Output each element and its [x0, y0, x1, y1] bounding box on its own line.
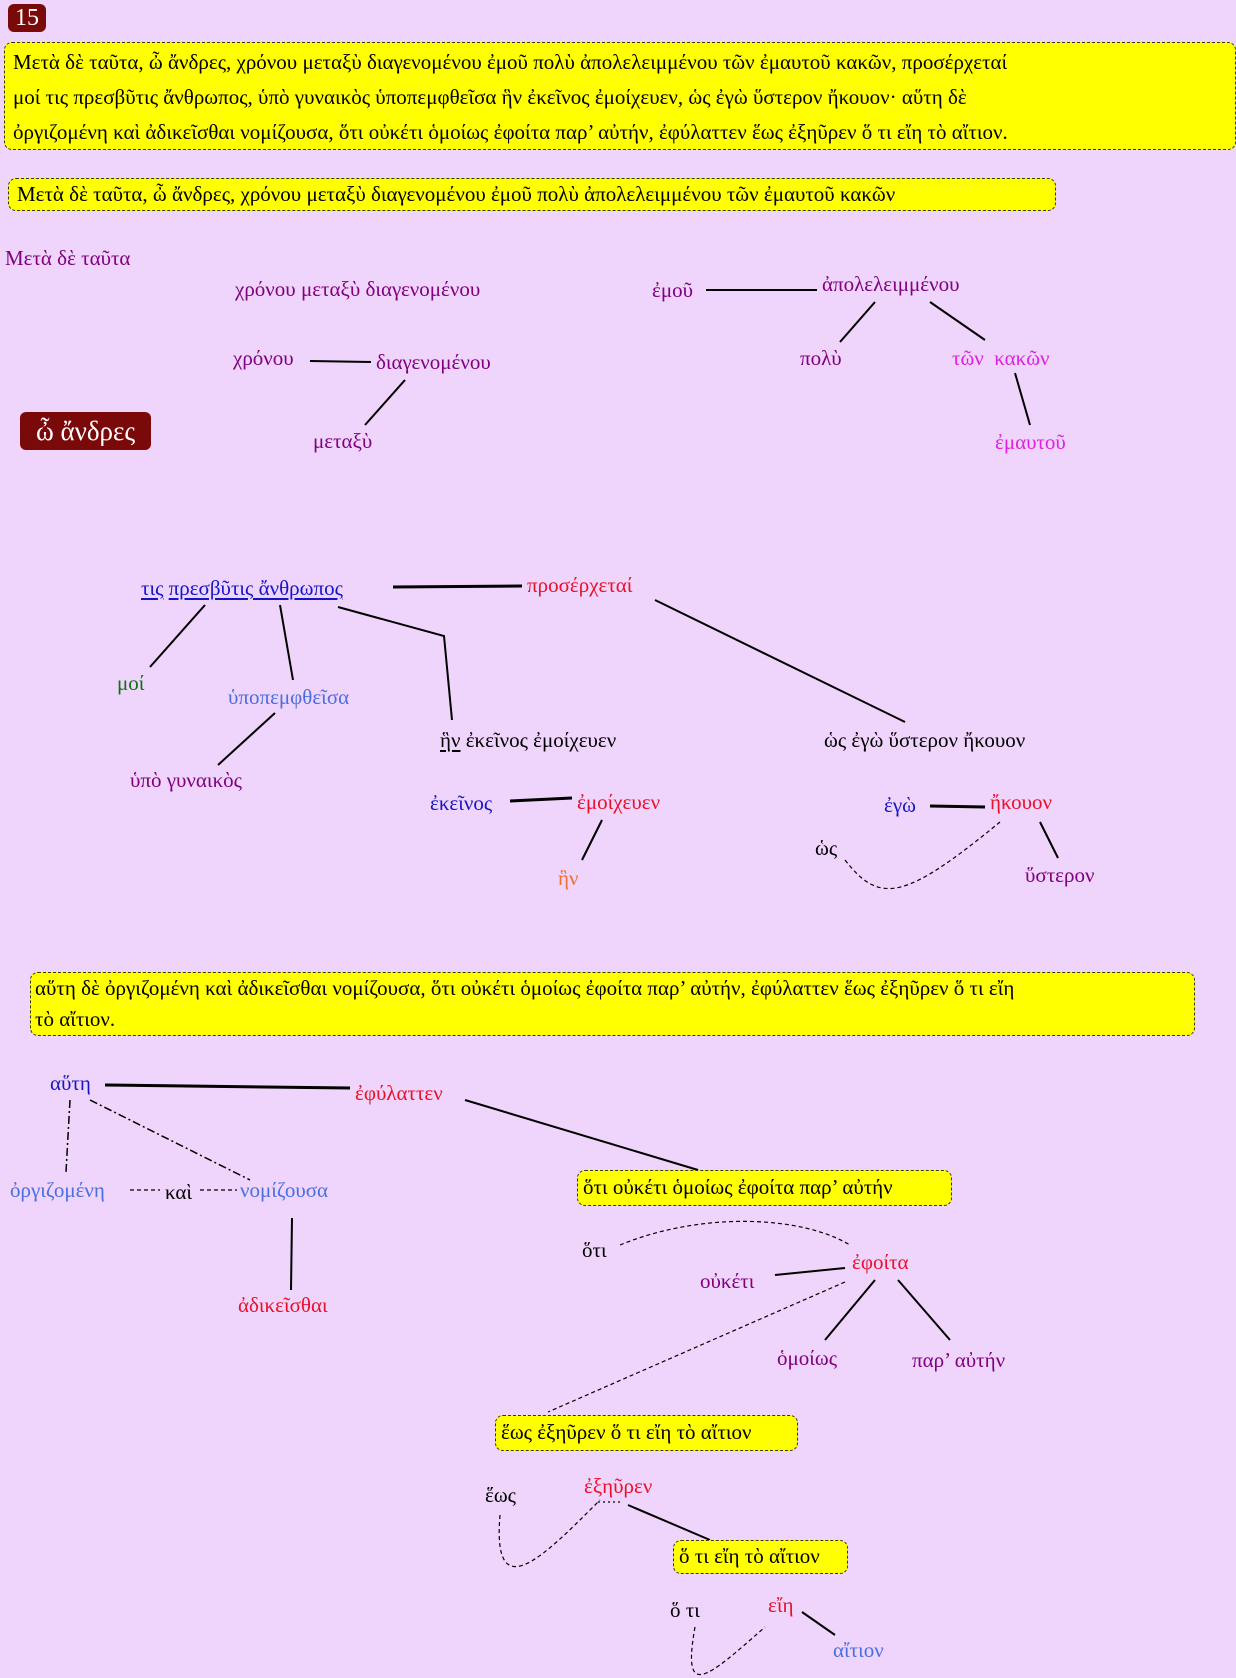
link-line	[897, 1279, 951, 1341]
link-line	[581, 819, 603, 861]
hoti-clause-box: ὅτι οὐκέτι ὁμοίως ἐφοίτα παρ’ αὐτήν	[577, 1170, 952, 1206]
text-line: Μετὰ δὲ ταῦτα, ὦ ἄνδρες, χρόνου μεταξὺ δ…	[13, 50, 1008, 74]
heos-clause-box: ἕως ἐξηῦρεν ὅ τι εἴη τὸ αἴτιον	[495, 1415, 798, 1451]
relative-clause-rest: ἐκεῖνος ἐμοίχευεν	[460, 728, 617, 752]
clause-text: ὅ τι εἴη τὸ αἴτιον	[679, 1544, 820, 1568]
link-line	[929, 301, 986, 341]
word-eie: εἴη	[768, 1593, 794, 1617]
word-hysteron: ὕστερον	[1025, 863, 1095, 887]
word-chronou: χρόνου	[233, 346, 294, 370]
link-line	[929, 804, 986, 809]
word-ton-kakon: τῶν κακῶν	[952, 346, 1050, 370]
link-line	[839, 301, 876, 343]
clause-text: ὅτι οὐκέτι ὁμοίως ἐφοίτα παρ’ αὐτήν	[583, 1175, 893, 1199]
word-hen-underlined: ἣν	[440, 728, 461, 752]
word-aition: αἴτιον	[833, 1638, 884, 1662]
full-text-box: Μετὰ δὲ ταῦτα, ὦ ἄνδρες, χρόνου μεταξὺ δ…	[4, 42, 1236, 150]
dashed-link	[619, 1220, 851, 1246]
word-emoicheuen: ἐμοίχευεν	[577, 790, 661, 814]
ho-ti-clause-box: ὅ τι εἴη τὸ αἴτιον	[673, 1540, 848, 1574]
word-ego: ἐγὼ	[884, 793, 916, 817]
word-ephoita: ἐφοίτα	[852, 1250, 909, 1274]
word-metaxy: μεταξὺ	[313, 429, 373, 453]
link-line	[509, 796, 573, 803]
link-line	[774, 1267, 846, 1276]
dashed-link	[844, 821, 1001, 890]
word-ekouon: ἤκουον	[990, 790, 1052, 814]
word-ekeinos: ἐκεῖνος	[430, 791, 493, 815]
section-number-badge: 15	[8, 4, 46, 32]
link-line	[337, 606, 453, 721]
link-line	[654, 599, 906, 723]
clause1-box: Μετὰ δὲ ταῦτα, ὦ ἄνδρες, χρόνου μεταξὺ δ…	[8, 178, 1056, 211]
word-heos: ἕως	[485, 1483, 516, 1507]
clause3-box: αὕτη δὲ ὀργιζομένη καὶ ἀδικεῖσθαι νομίζο…	[30, 972, 1195, 1036]
word-kai: καὶ	[165, 1180, 193, 1204]
word-hypopemphtheisa: ὑποπεμφθεῖσα	[228, 685, 350, 709]
link-line	[290, 1217, 293, 1291]
link-line	[309, 360, 372, 363]
link-line	[104, 1083, 351, 1090]
word-homoios: ὁμοίως	[777, 1346, 838, 1370]
text-line: μοί τις πρεσβῦτις ἄνθρωπος, ὑπὸ γυναικὸς…	[13, 85, 967, 109]
link-line	[364, 379, 406, 426]
word-hos: ὡς	[815, 836, 838, 860]
text-line: ὀργιζομένη καὶ ἀδικεῖσθαι νομίζουσα, ὅτι…	[13, 120, 1008, 144]
word-poly: πολὺ	[800, 346, 842, 370]
word-emou: ἐμοῦ	[652, 278, 693, 302]
phrase-hypo-gynaikos: ὑπὸ γυναικὸς	[130, 768, 242, 792]
link-line	[217, 712, 276, 766]
word-apoleleimmenou: ἀπολελειμμένου	[822, 272, 960, 296]
word-meta: Μετὰ δὲ ταῦτα	[5, 246, 131, 270]
word-diagenomenou: διαγενομένου	[376, 350, 491, 374]
link-line	[801, 1611, 836, 1636]
hos-clause: ὡς ἐγὼ ὕστερον ἤκουον	[824, 728, 1026, 752]
link-line	[464, 1099, 699, 1171]
word-moi: μοί	[117, 671, 145, 695]
phrase-subject: τις πρεσβῦτις ἄνθρωπος	[141, 575, 343, 601]
word-presbytis: πρεσβῦτις ἄνθρωπος	[168, 576, 343, 600]
link-line	[149, 604, 206, 668]
clause-text: ἕως ἐξηῦρεν ὅ τι εἴη τὸ αἴτιον	[501, 1420, 752, 1444]
word-haute: αὕτη	[50, 1071, 91, 1095]
dashdot-link	[89, 1099, 251, 1181]
word-hen: ἣν	[558, 866, 579, 890]
vocative-badge: ὦ ἄνδρες	[20, 412, 151, 450]
word-adikeisthai: ἀδικεῖσθαι	[238, 1293, 328, 1317]
word-proserchetai: προσέρχεταί	[527, 573, 633, 597]
dashed-link	[498, 1499, 601, 1568]
word-nomizousa: νομίζουσα	[240, 1178, 329, 1202]
word-orgizomene: ὀργιζομένη	[10, 1178, 105, 1202]
relative-clause: ἣν ἐκεῖνος ἐμοίχευεν	[440, 727, 616, 753]
link-line	[392, 584, 523, 589]
link-line	[279, 604, 294, 681]
link-line	[1039, 821, 1059, 859]
link-line	[824, 1279, 876, 1341]
clause-text: Μετὰ δὲ ταῦτα, ὦ ἄνδρες, χρόνου μεταξὺ δ…	[17, 182, 896, 206]
dashed-link	[547, 1281, 846, 1413]
link-line	[627, 1504, 711, 1541]
dashdot-link	[65, 1099, 71, 1173]
word-par-auten: παρ’ αὐτήν	[912, 1348, 1006, 1372]
link-line	[1014, 372, 1031, 426]
word-ho-ti: ὅ τι	[670, 1598, 700, 1622]
phrase-genitive-absolute: χρόνου μεταξὺ διαγενομένου	[235, 277, 481, 301]
text-line: αὕτη δὲ ὀργιζομένη καὶ ἀδικεῖσθαι νομίζο…	[35, 976, 1015, 1000]
word-emautou: ἐμαυτοῦ	[995, 430, 1066, 454]
word-ephylatten: ἐφύλαττεν	[355, 1081, 443, 1105]
dashed-link	[691, 1626, 766, 1675]
word-hoti: ὅτι	[582, 1238, 607, 1262]
word-ouketi: οὐκέτι	[700, 1269, 755, 1293]
word-tis: τις	[141, 576, 164, 600]
text-line: τὸ αἴτιον.	[35, 1007, 116, 1031]
word-exeuren: ἐξηῦρεν	[584, 1474, 653, 1498]
